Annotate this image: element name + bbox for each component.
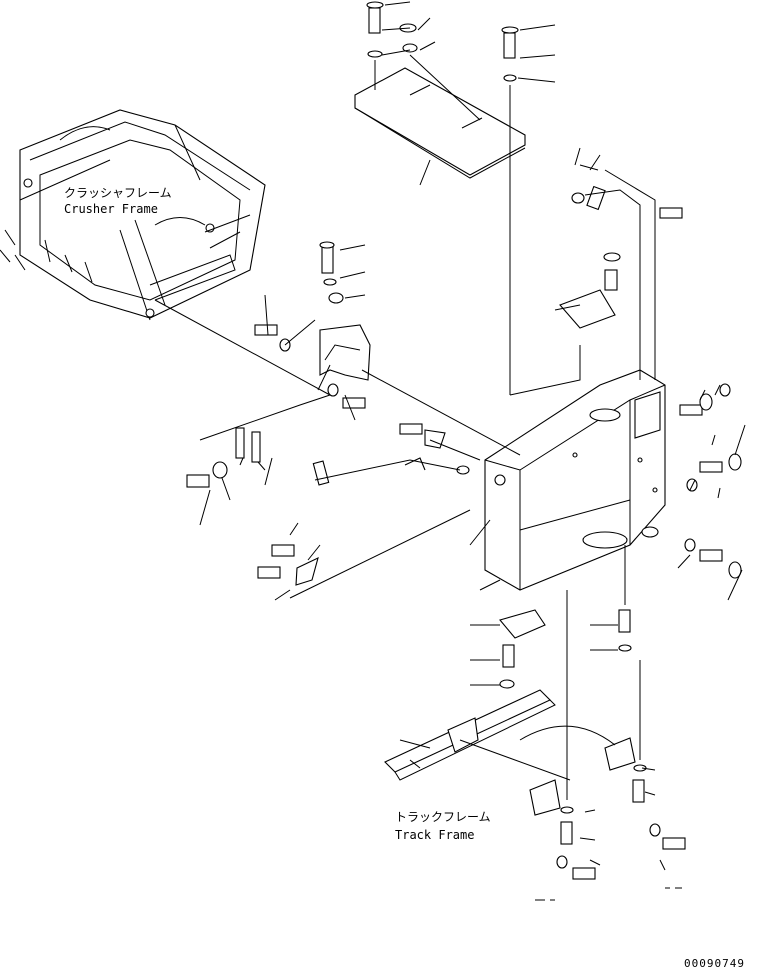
crusher-frame-label-jp: クラッシャフレーム	[64, 186, 172, 200]
leader-lines	[154, 147, 746, 901]
crusher-frame-label-en: Crusher Frame	[64, 202, 158, 216]
track-frame-label-jp: トラックフレーム	[395, 810, 491, 824]
drawing-number: 00090749	[684, 957, 745, 970]
top-cover-plate	[354, 1, 556, 395]
main-guard-housing	[484, 369, 666, 591]
crusher-frame-assembly	[0, 109, 266, 321]
fastener-group	[186, 185, 742, 689]
track-frame-assembly	[384, 689, 686, 880]
track-frame-label-en: Track Frame	[395, 828, 475, 842]
bracket	[319, 241, 371, 381]
cap-icon	[366, 1, 384, 9]
